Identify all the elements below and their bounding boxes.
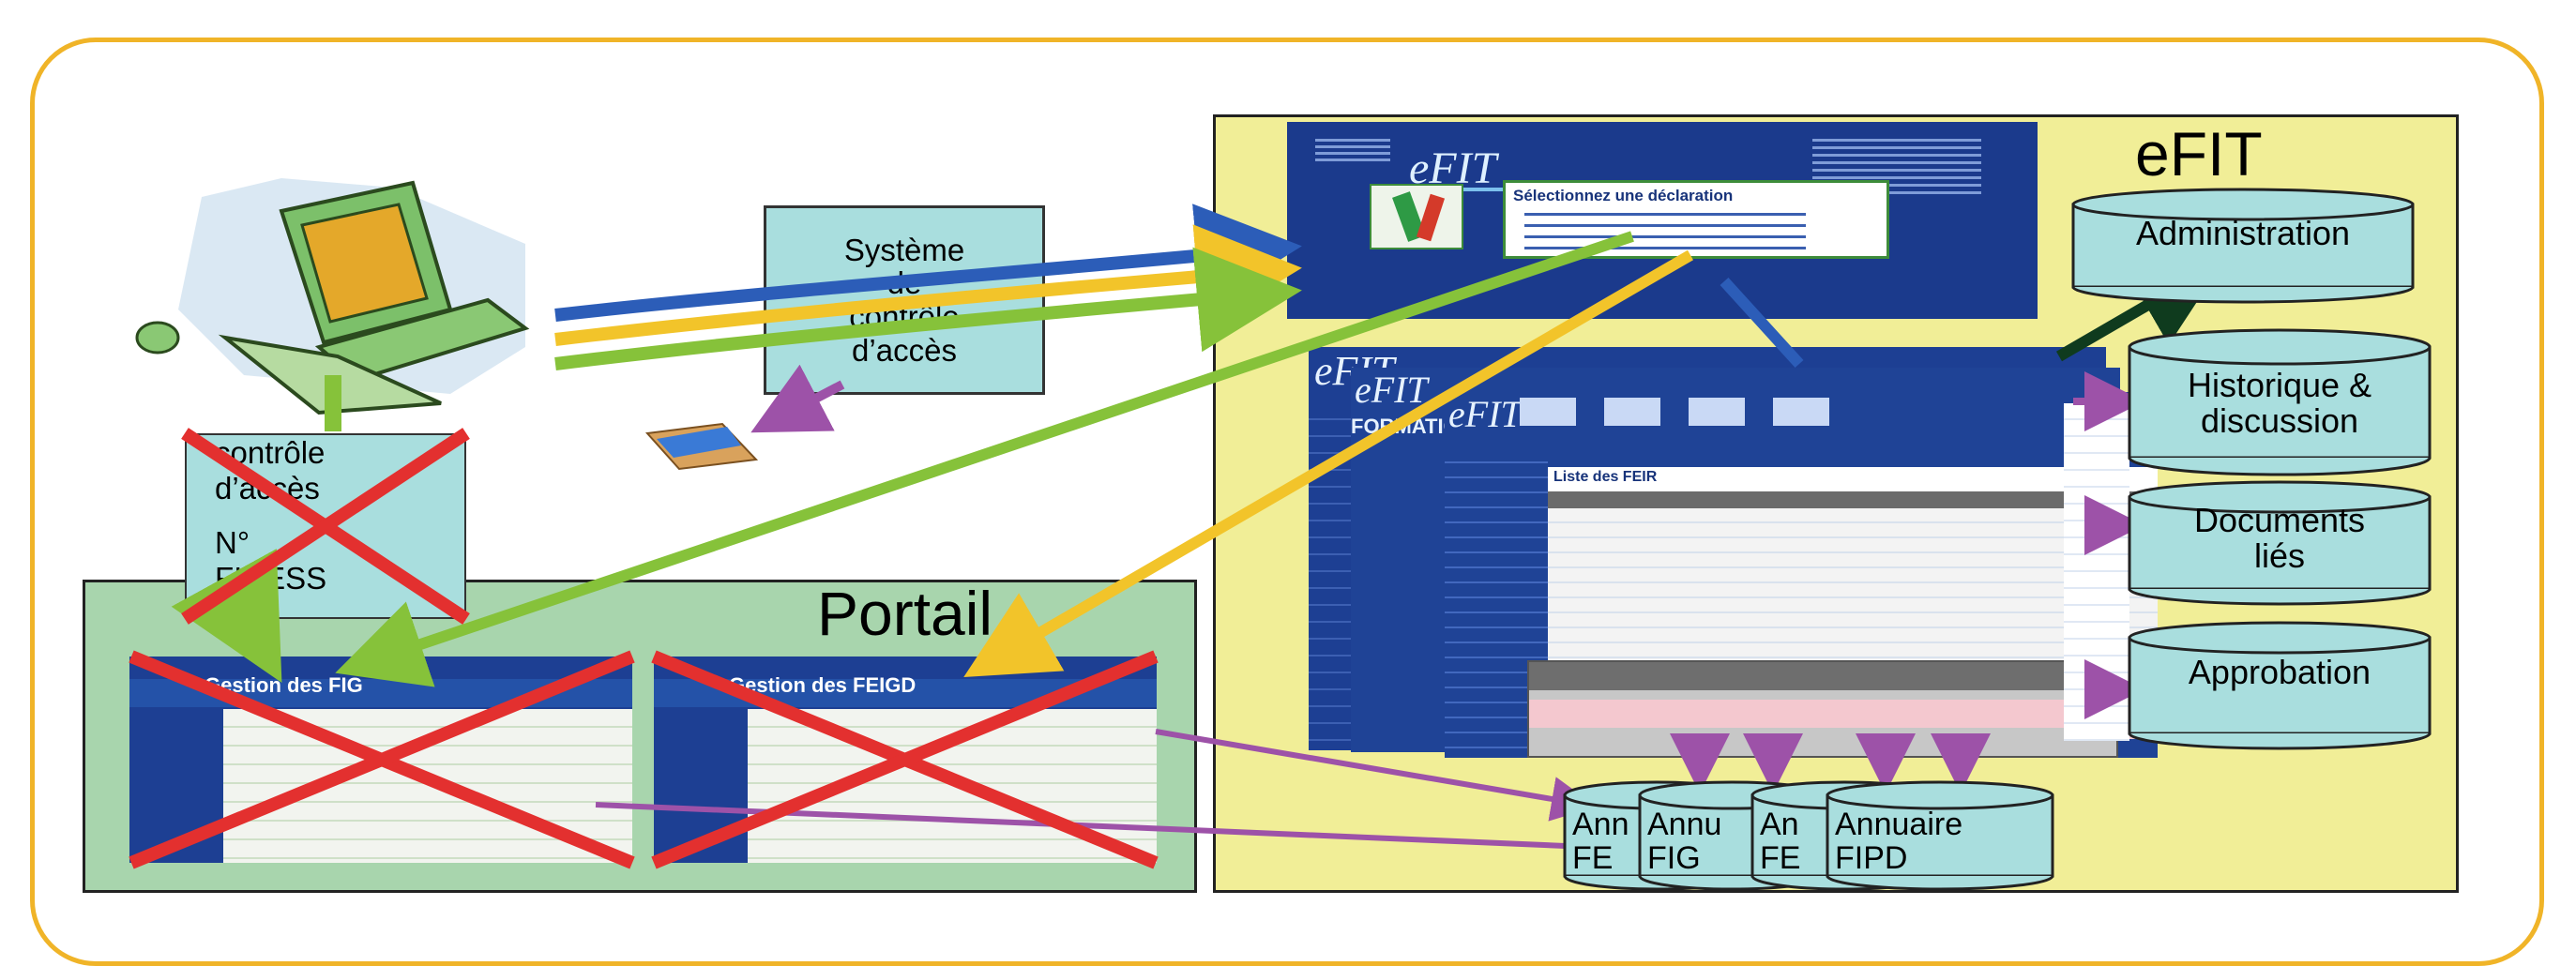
red-cross-portail-left (129, 650, 635, 869)
sys-line1: Système (843, 232, 965, 267)
administration-database (2071, 188, 2415, 304)
annuaire-2-label: Annu FIG (1647, 808, 1750, 875)
documents-database (2128, 480, 2432, 606)
selection-links (1524, 213, 1806, 254)
sys-line4: d’accès (852, 332, 957, 368)
efit-logo-front: eFIT (1448, 393, 1522, 435)
approbation-database (2128, 621, 2432, 750)
historique-label-1: Historique & (2187, 366, 2372, 404)
efit-logo-mid: eFIT (1355, 369, 1428, 411)
documents-label-wrap: Documents liés (2129, 503, 2430, 574)
approbation-label-wrap: Approbation (2129, 655, 2430, 690)
list-table: Liste des FEIR (1548, 467, 2158, 683)
red-cross-portail-right (651, 650, 1159, 869)
annuaire-4-line1: Annuaire (1835, 807, 1963, 842)
portail-title: Portail (817, 579, 993, 648)
efit-title: eFIT (2135, 119, 2263, 189)
annuaire-3-label: An FE (1760, 808, 1835, 875)
top-menu-links (1520, 398, 1857, 426)
hands-image (1370, 184, 1463, 249)
annuaire-4-line2: FIPD (1835, 839, 1908, 876)
table-rows (1548, 508, 2158, 677)
historique-database (2128, 328, 2432, 476)
selection-title: Sélectionnez une déclaration (1513, 187, 1734, 204)
efit-list-pink-table (1527, 660, 2118, 758)
annuaire-1-line2: FE (1572, 839, 1614, 876)
card-reader-icon (644, 422, 759, 471)
list-title: Liste des FEIR (1553, 469, 1658, 485)
annuaire-2-line2: FIG (1647, 839, 1701, 876)
table-header (1548, 491, 2158, 508)
documents-label-2: liés (2253, 536, 2306, 575)
selection-box: Sélectionnez une déclaration (1503, 180, 1889, 259)
header-text-lines (1315, 139, 1390, 165)
portail-right-title: Gestion des FEIGD (729, 673, 917, 697)
documents-label-1: Documents (2193, 501, 2366, 539)
approbation-label: Approbation (2188, 653, 2371, 691)
red-cross-finess (181, 428, 470, 625)
administration-label-wrap: Administration (2073, 216, 2413, 251)
annuaire-4-label: Annuaire FIPD (1835, 808, 2051, 875)
annuaire-3-line2: FE (1760, 839, 1801, 876)
annuaire-1-line1: Ann (1572, 807, 1629, 842)
annuaire-cylinders (1563, 780, 2054, 891)
historique-label-wrap: Historique & discussion (2129, 368, 2430, 439)
historique-label-2: discussion (2200, 400, 2359, 440)
annuaire-3-line1: An (1760, 807, 1799, 842)
efit-selection-screenshot: eFIT Sélectionnez une déclaration (1287, 122, 2038, 319)
annuaire-1-label: Ann FE (1572, 808, 1657, 875)
computer-icon (135, 178, 530, 415)
administration-label: Administration (2135, 214, 2351, 252)
annuaire-2-line1: Annu (1647, 807, 1722, 842)
